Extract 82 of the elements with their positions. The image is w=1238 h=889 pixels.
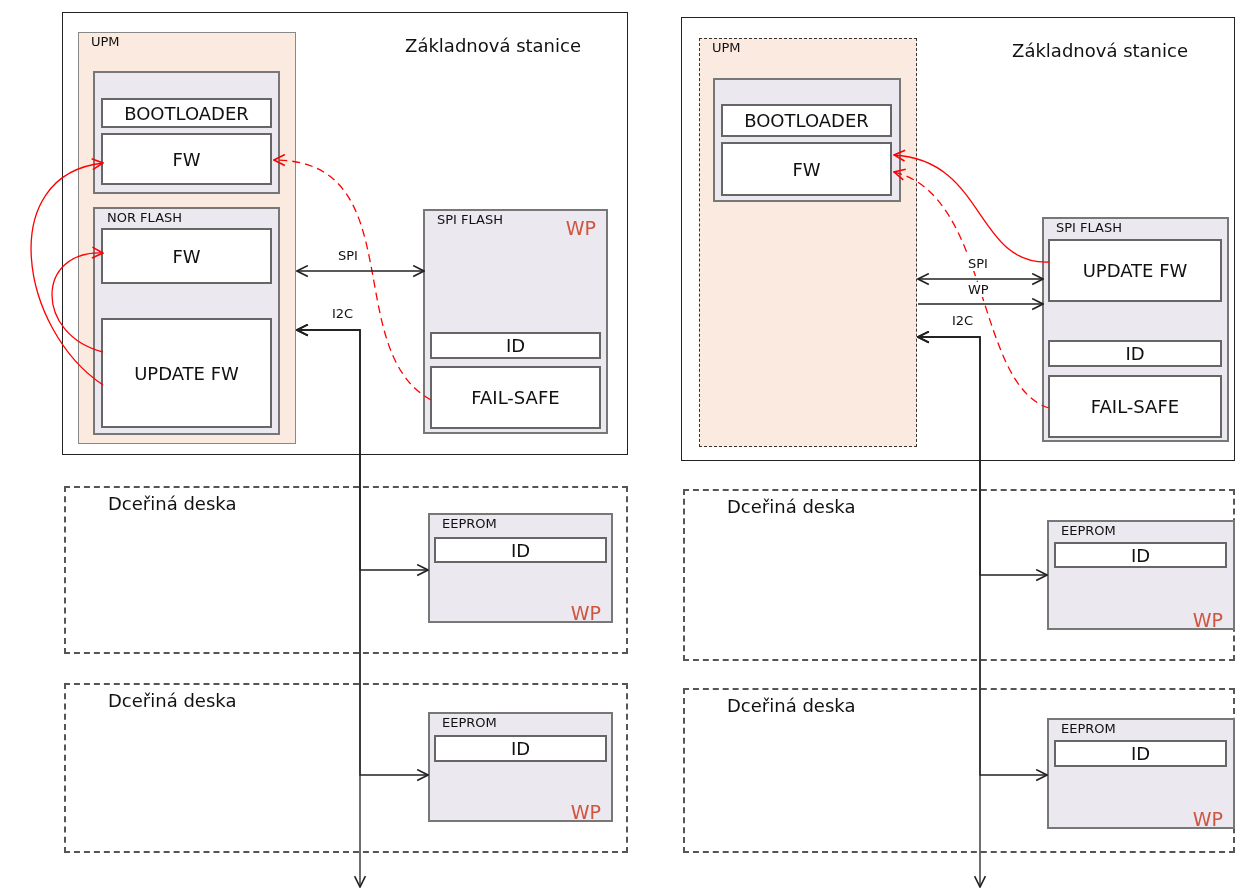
block-label: ID (510, 738, 531, 759)
chip-box (1047, 718, 1235, 829)
board-panel (683, 688, 1235, 853)
arrow (893, 150, 1050, 263)
edge-label: SPI (966, 256, 990, 271)
block-title: EEPROM (442, 516, 497, 531)
block-title: SPI FLASH (1056, 220, 1122, 235)
panel-title: Dceřiná deska (108, 690, 237, 711)
block-title: UPM (712, 40, 741, 55)
block-title: UPM (91, 34, 120, 49)
chip-box (428, 712, 613, 822)
block-title: EEPROM (442, 715, 497, 730)
block-label: UPDATE FW (1082, 260, 1188, 281)
memory-block (434, 537, 607, 563)
block-label: ID (1130, 544, 1151, 566)
memory-block (101, 228, 272, 284)
memory-block (1048, 239, 1222, 302)
chip-box (713, 78, 901, 202)
block-label: ID (1125, 343, 1145, 364)
arrow (296, 264, 425, 278)
memory-block (1048, 375, 1222, 438)
block-label: FW (792, 158, 821, 180)
chip-box (93, 207, 280, 435)
block-title: SPI FLASH (437, 212, 503, 227)
board-panel (64, 486, 628, 654)
chip-box (1042, 217, 1229, 442)
memory-block (1048, 340, 1222, 367)
panel-title: Dceřiná deska (108, 493, 237, 514)
memory-block (430, 366, 601, 429)
arrow (51, 247, 104, 353)
block-label: ID (510, 539, 531, 561)
memory-block (721, 104, 892, 137)
station-panel (681, 17, 1235, 461)
board-panel (683, 489, 1235, 661)
edge-label: WP (966, 282, 991, 297)
wp-tag: WP (570, 801, 601, 823)
block-title: EEPROM (1061, 721, 1116, 736)
panel-title: Základnová stanice (1012, 40, 1188, 61)
board-panel (64, 683, 628, 853)
block-label: ID (1130, 743, 1151, 764)
block-label: BOOTLOADER (744, 110, 869, 131)
chip-box (423, 209, 608, 434)
block-title: NOR FLASH (107, 210, 183, 225)
block-label: BOOTLOADER (124, 102, 249, 124)
memory-block (101, 133, 272, 185)
arrow (30, 159, 104, 386)
memory-block (721, 142, 892, 196)
edge-label: SPI (336, 248, 360, 263)
panel-title: Dceřiná deska (727, 496, 856, 517)
wp-tag: WP (1192, 609, 1223, 631)
block-label: FW (172, 245, 201, 267)
arrow (917, 272, 1044, 286)
memory-block (1054, 740, 1227, 767)
memory-block (101, 98, 272, 128)
block-title: EEPROM (1061, 523, 1116, 538)
panel-title: Dceřiná deska (727, 695, 856, 716)
memory-block (1054, 542, 1227, 568)
memory-block (101, 318, 272, 428)
block-label: FAIL-SAFE (1090, 396, 1180, 417)
module-panel (78, 32, 296, 444)
block-label: FW (172, 148, 201, 170)
arrow (893, 170, 1050, 409)
arrow (917, 297, 1044, 311)
wp-tag: WP (570, 602, 601, 624)
chip-box (93, 71, 280, 194)
chip-box (428, 513, 613, 623)
wp-tag: WP (565, 217, 596, 239)
edge-label: I2C (330, 306, 356, 321)
arrow (917, 330, 987, 888)
edge-label: I2C (950, 313, 976, 328)
panel-title: Základnová stanice (405, 35, 581, 56)
module-panel (699, 38, 917, 447)
memory-block (434, 735, 607, 762)
wp-tag: WP (1192, 808, 1223, 830)
station-panel (62, 12, 628, 455)
chip-box (1047, 520, 1235, 630)
block-label: FAIL-SAFE (471, 387, 560, 408)
block-label: UPDATE FW (134, 362, 239, 384)
block-label: ID (505, 335, 526, 356)
arrow (296, 323, 367, 888)
arrow (273, 155, 432, 401)
memory-block (430, 332, 601, 359)
